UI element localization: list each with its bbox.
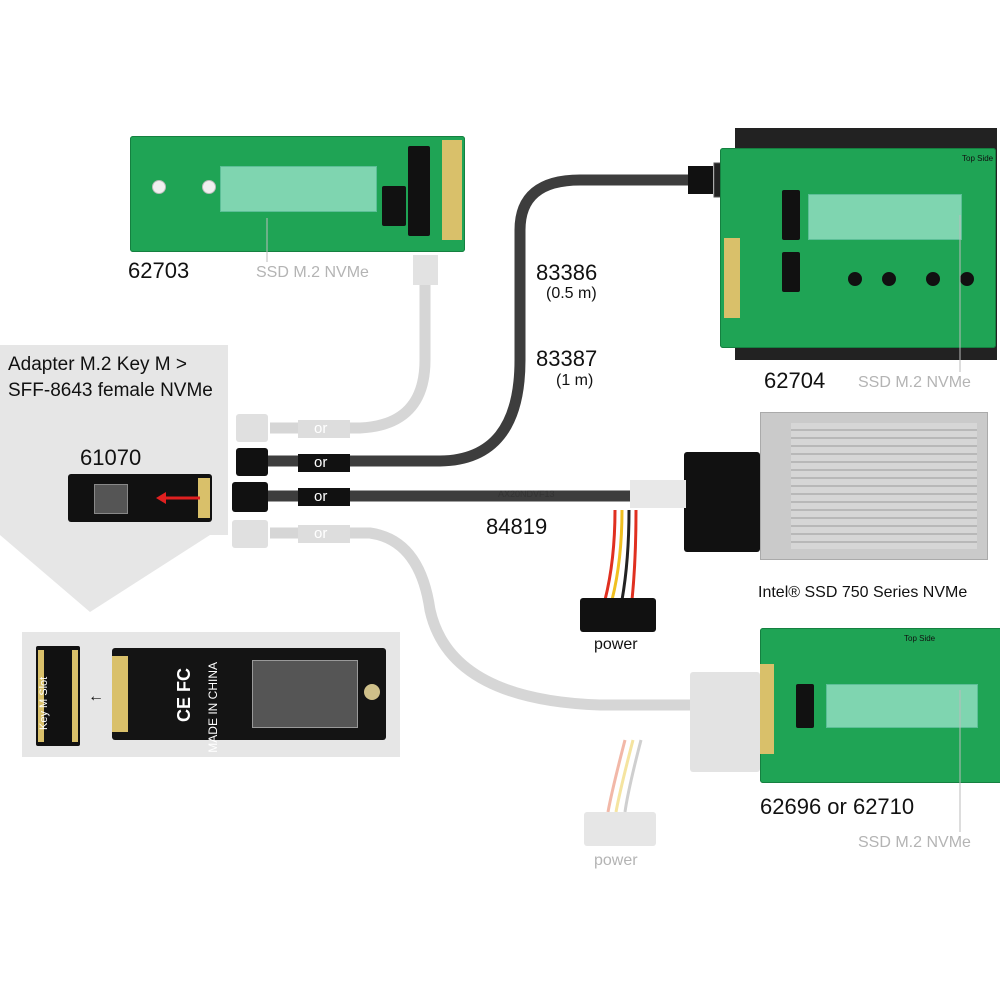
cable-to-62696 [270, 527, 690, 711]
label-power-2: power [594, 852, 638, 869]
board-62704: Top Side [720, 148, 996, 348]
adapter-title-line1: Adapter M.2 Key M > [8, 354, 187, 375]
or-label-2: or [314, 454, 328, 471]
label-62704: 62704 [764, 368, 826, 393]
label-61070: 61070 [80, 445, 142, 470]
cable-to-62703 [270, 262, 431, 434]
or-label-3: or [314, 488, 328, 505]
label-83386: 83386 [536, 260, 598, 285]
label-intel-ssd: Intel® SSD 750 Series NVMe [758, 584, 968, 601]
top-side-label-62704: Top Side [962, 154, 994, 163]
sata-power-connector [580, 598, 656, 632]
red-arrow-icon [156, 492, 200, 504]
adapter-61070-large: MADE IN CHINA CE FC [112, 648, 386, 753]
label-ssd-nvme-1: SSD M.2 NVMe [256, 264, 369, 281]
label-83387: 83387 [536, 346, 598, 371]
adapter-61070-small [68, 474, 212, 522]
label-83387-length: (1 m) [556, 372, 594, 389]
key-m-slot: Key M Slot [36, 646, 80, 746]
slot-arrow-icon: ← [88, 688, 104, 705]
label-ssd-nvme-3: SSD M.2 NVMe [858, 834, 971, 851]
u2-connector-84819 [684, 452, 760, 552]
u2-connector-faded [690, 672, 760, 772]
cable-83386 [268, 174, 690, 467]
label-83386-length: (0.5 m) [546, 285, 597, 302]
label-62696: 62696 or 62710 [760, 794, 915, 819]
cable-print: AX20NDVF13 [498, 489, 555, 499]
board-62703 [130, 136, 465, 252]
intel-ssd-750 [760, 412, 988, 560]
adapter-title-line2: SFF-8643 female NVMe [8, 380, 213, 401]
or-label-4: or [314, 525, 328, 542]
or-label-1: or [314, 420, 328, 437]
top-side-label-62696: Top Side [904, 634, 936, 643]
sata-power-connector-faded [584, 812, 656, 846]
label-62703: 62703 [128, 258, 190, 283]
label-ssd-nvme-2: SSD M.2 NVMe [858, 374, 971, 391]
label-power-1: power [594, 636, 638, 653]
label-84819: 84819 [486, 514, 548, 539]
